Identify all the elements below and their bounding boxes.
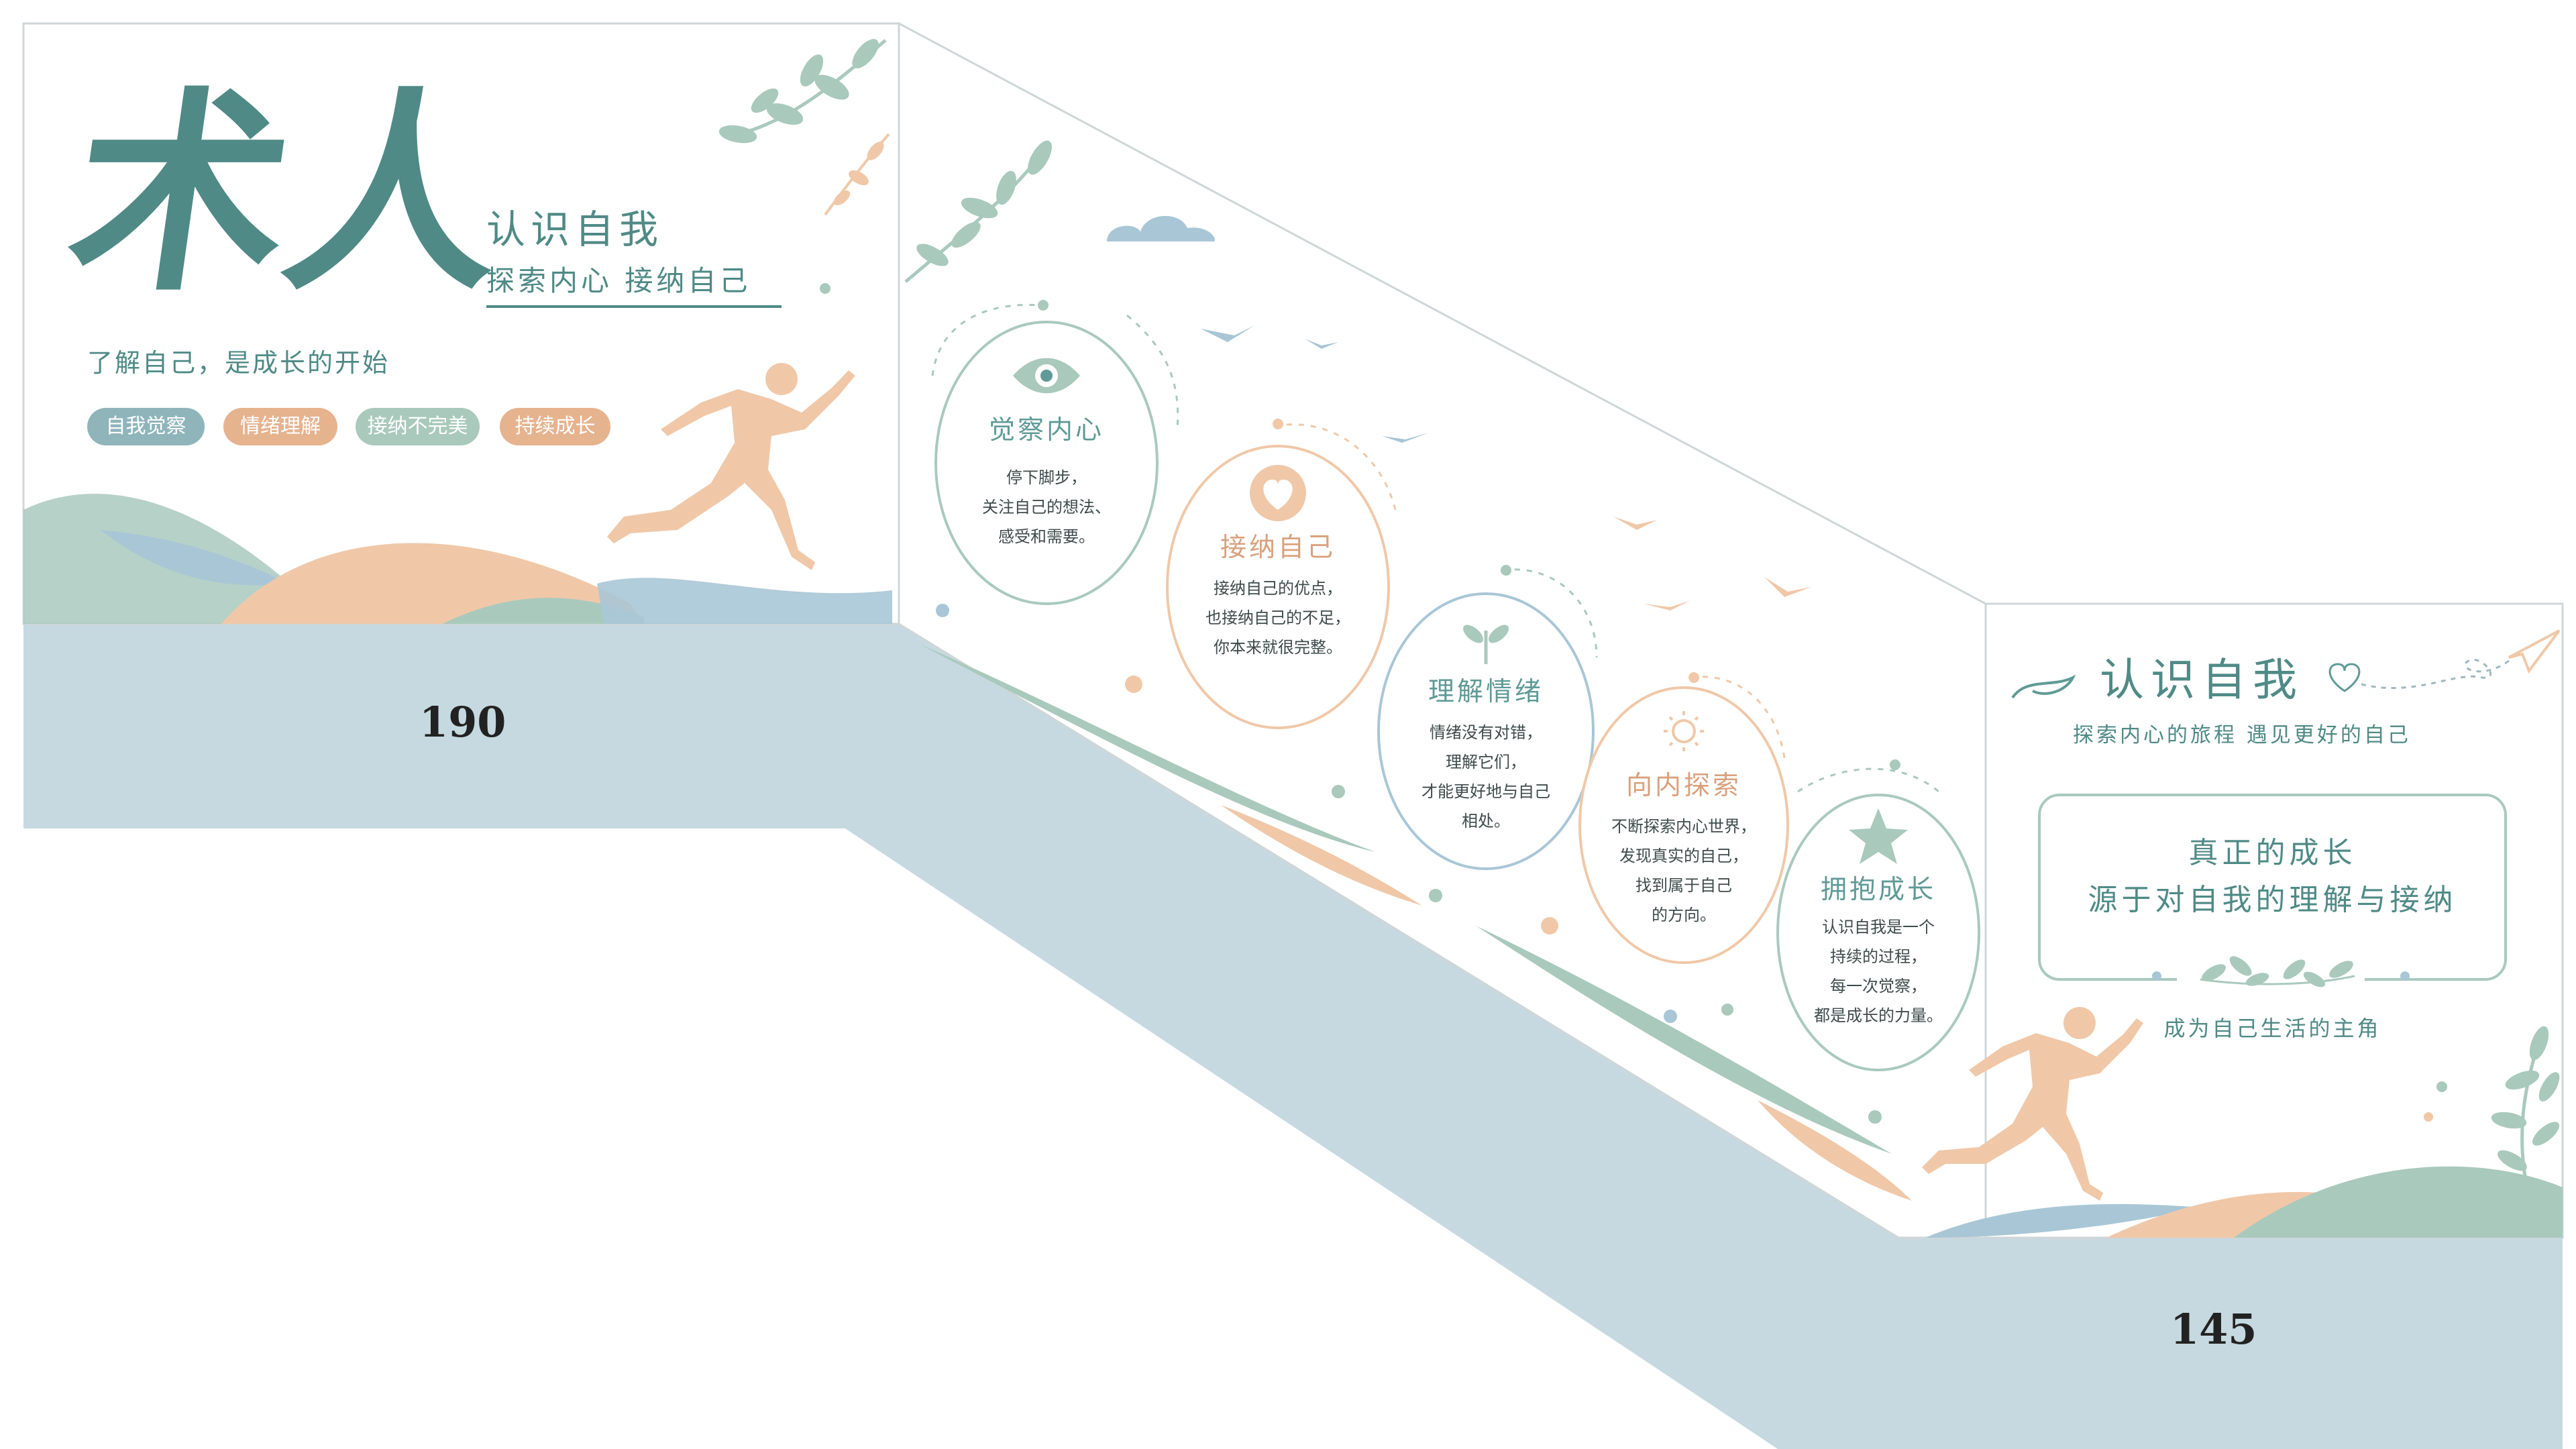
right-subtitle: 探索内心的旅程 遇见更好的自己 xyxy=(2073,723,2411,747)
step-text-line: 感受和需要。 xyxy=(998,527,1095,546)
decor-dots xyxy=(936,604,1882,1124)
tag-self-awareness: 自我觉察 xyxy=(87,408,205,445)
step-title: 拥抱成长 xyxy=(1820,875,1936,905)
left-tagline: 了解自己，是成长的开始 xyxy=(87,348,390,378)
heart-icon xyxy=(1250,465,1306,521)
step-text-line: 理解它们， xyxy=(1446,753,1526,771)
step-text-line: 停下脚步， xyxy=(1006,468,1087,487)
oval-3 xyxy=(1377,592,1595,870)
title-underline xyxy=(486,305,782,308)
runner-figure-icon xyxy=(607,363,855,570)
dimension-right: 145 xyxy=(2170,1305,2257,1354)
right-title: 认识自我 xyxy=(2100,654,2304,706)
sun-icon xyxy=(1664,711,1704,751)
step-title: 向内探索 xyxy=(1625,771,1741,801)
step-text-line: 才能更好地与自己 xyxy=(1421,782,1550,801)
peach-bird-icons xyxy=(1613,517,1811,610)
step-text-line: 找到属于自己 xyxy=(1635,876,1732,895)
swoosh-sage xyxy=(919,644,1375,852)
leaf-divider-icon xyxy=(2200,956,2355,987)
right-wave-sage xyxy=(2234,1166,2563,1238)
left-subtitle: 探索内心 接纳自己 xyxy=(486,264,751,297)
oval-1 xyxy=(934,321,1159,605)
step-text-line: 认识自我是一个 xyxy=(1822,918,1935,936)
sprout-icon xyxy=(1463,625,1509,664)
leaf-branch-icon xyxy=(904,140,1052,283)
step-text-line: 持续的过程， xyxy=(1830,947,1927,966)
step-text-line: 接纳自己的优点， xyxy=(1214,579,1342,598)
oval-5 xyxy=(1776,794,1980,1071)
dashed-path xyxy=(2361,658,2510,690)
stair-base-band xyxy=(23,624,2563,1449)
step-text-line: 不断探索内心世界， xyxy=(1611,817,1756,836)
left-title: 认识自我 xyxy=(486,207,664,252)
step-title: 接纳自己 xyxy=(1220,533,1336,563)
step-text-line: 关注自己的想法、 xyxy=(982,498,1111,517)
leaf-branch-icon xyxy=(718,39,887,144)
tag-accept-imperfection: 接纳不完美 xyxy=(356,408,480,445)
dimension-left: 190 xyxy=(419,698,506,747)
swirl-line xyxy=(2011,674,2076,699)
eye-icon xyxy=(1013,358,1080,394)
step-ovals xyxy=(934,321,1980,1071)
bird-icons xyxy=(1201,325,1429,443)
peach-branch-icon xyxy=(824,133,890,216)
tag-emotion-understanding: 情绪理解 xyxy=(223,408,337,445)
tag-keep-growing: 持续成长 xyxy=(500,408,610,445)
dashed-arcs xyxy=(931,303,1939,793)
star-icon xyxy=(1849,808,1908,864)
paper-plane-icon xyxy=(2508,629,2561,674)
oval-2 xyxy=(1166,445,1390,729)
step-title: 觉察内心 xyxy=(988,415,1104,445)
step-text-line: 都是成长的力量。 xyxy=(1814,1006,1943,1025)
wave-sage-2 xyxy=(443,598,644,624)
step-text-line: 情绪没有对错， xyxy=(1430,723,1542,742)
leaf-branch-icon xyxy=(2491,1026,2560,1198)
heart-outline-icon xyxy=(2328,663,2361,692)
step-text-line: 相处。 xyxy=(1462,812,1510,830)
step-text-line: 你本来就很完整。 xyxy=(1214,638,1342,657)
step-text-line: 也接纳自己的不足， xyxy=(1205,608,1350,627)
swoosh-peach xyxy=(1221,805,1422,906)
quote-line-1: 真正的成长 xyxy=(2188,836,2357,870)
wave-blue-2 xyxy=(597,578,892,624)
runner-figure-icon xyxy=(1922,1007,2143,1201)
right-wave-blue xyxy=(1925,1203,2200,1238)
step-text-line: 的方向。 xyxy=(1652,906,1716,924)
swoosh-peach-2 xyxy=(1758,1100,1912,1201)
cloud-icon xyxy=(1107,215,1215,241)
quote-line-2: 源于对自我的理解与接纳 xyxy=(2088,883,2457,917)
wave-blue xyxy=(101,530,288,586)
swoosh-sage-2 xyxy=(1476,926,1892,1154)
step-text-line: 每一次觉察， xyxy=(1830,977,1927,996)
step-title: 理解情绪 xyxy=(1428,677,1544,707)
step-text-line: 发现真实的自己， xyxy=(1619,847,1748,865)
oval-4 xyxy=(1578,686,1789,964)
logo-text: 术人 xyxy=(56,68,521,320)
right-caption: 成为自己生活的主角 xyxy=(2163,1016,2381,1041)
